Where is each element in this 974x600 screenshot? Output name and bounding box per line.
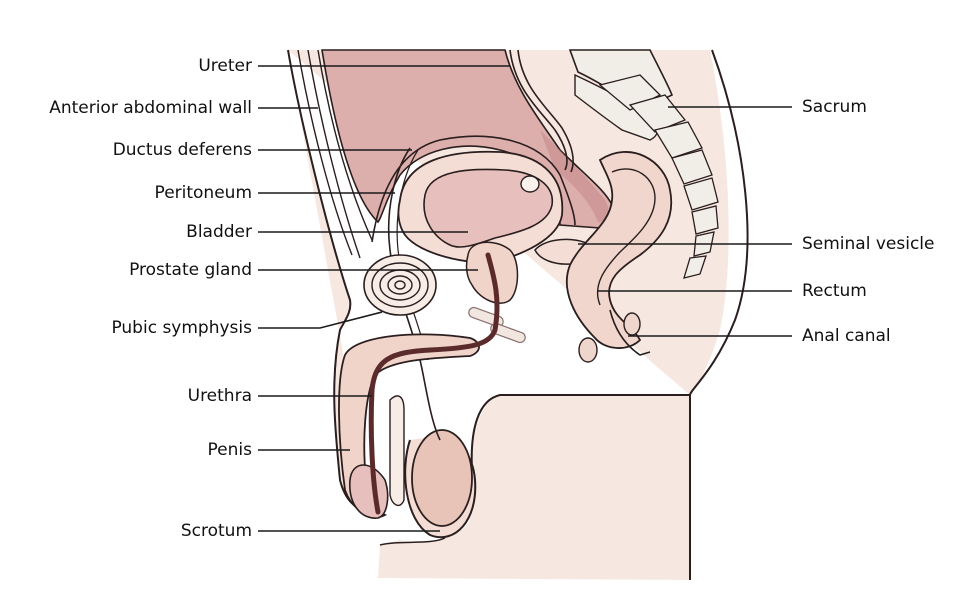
leader-pubic-symphysis	[258, 311, 383, 329]
label-anal-canal: Anal canal	[802, 326, 891, 346]
abdominal-wall-layer	[297, 49, 353, 256]
label-scrotum: Scrotum	[180, 521, 252, 541]
ureter	[517, 49, 574, 173]
label-rectum: Rectum	[802, 281, 867, 301]
glans	[349, 464, 389, 519]
label-peritoneum: Peritoneum	[154, 183, 252, 203]
bladder-lumen	[423, 168, 553, 248]
label-urethra: Urethra	[187, 386, 252, 406]
ureter	[509, 49, 568, 171]
label-seminal-vesicle: Seminal vesicle	[802, 234, 935, 254]
label-anterior-abdominal-wall: Anterior abdominal wall	[49, 98, 252, 118]
label-ductus-deferens: Ductus deferens	[112, 140, 252, 160]
peritoneal-cavity-shade	[540, 130, 609, 222]
rectum	[565, 151, 673, 349]
label-bladder: Bladder	[186, 222, 252, 242]
anal-sphincter	[623, 312, 641, 336]
label-prostate-gland: Prostate gland	[129, 260, 252, 280]
testis	[411, 429, 473, 527]
label-penis: Penis	[207, 440, 252, 460]
peritoneum-line	[371, 135, 576, 243]
perineum-outline	[470, 394, 690, 471]
ureter-opening	[520, 175, 540, 193]
corpus-spongiosum	[389, 395, 405, 507]
anal-canal	[609, 309, 651, 356]
sphincter-mark	[490, 322, 526, 344]
abdominal-wall-layer	[307, 49, 361, 259]
label-pubic-symphysis: Pubic symphysis	[111, 318, 252, 338]
label-sacrum: Sacrum	[802, 97, 867, 117]
abdominal-wall-layer	[317, 49, 373, 241]
scrotum-skin-line	[379, 537, 446, 546]
sacrum	[568, 49, 719, 279]
body-outline-back	[689, 49, 749, 580]
ductus-deferens	[396, 149, 429, 361]
label-ureter: Ureter	[198, 56, 252, 76]
anal-sphincter	[578, 337, 598, 363]
rectum-lumen	[596, 168, 656, 306]
urethra	[368, 252, 500, 515]
pubic-symphysis	[363, 254, 437, 316]
